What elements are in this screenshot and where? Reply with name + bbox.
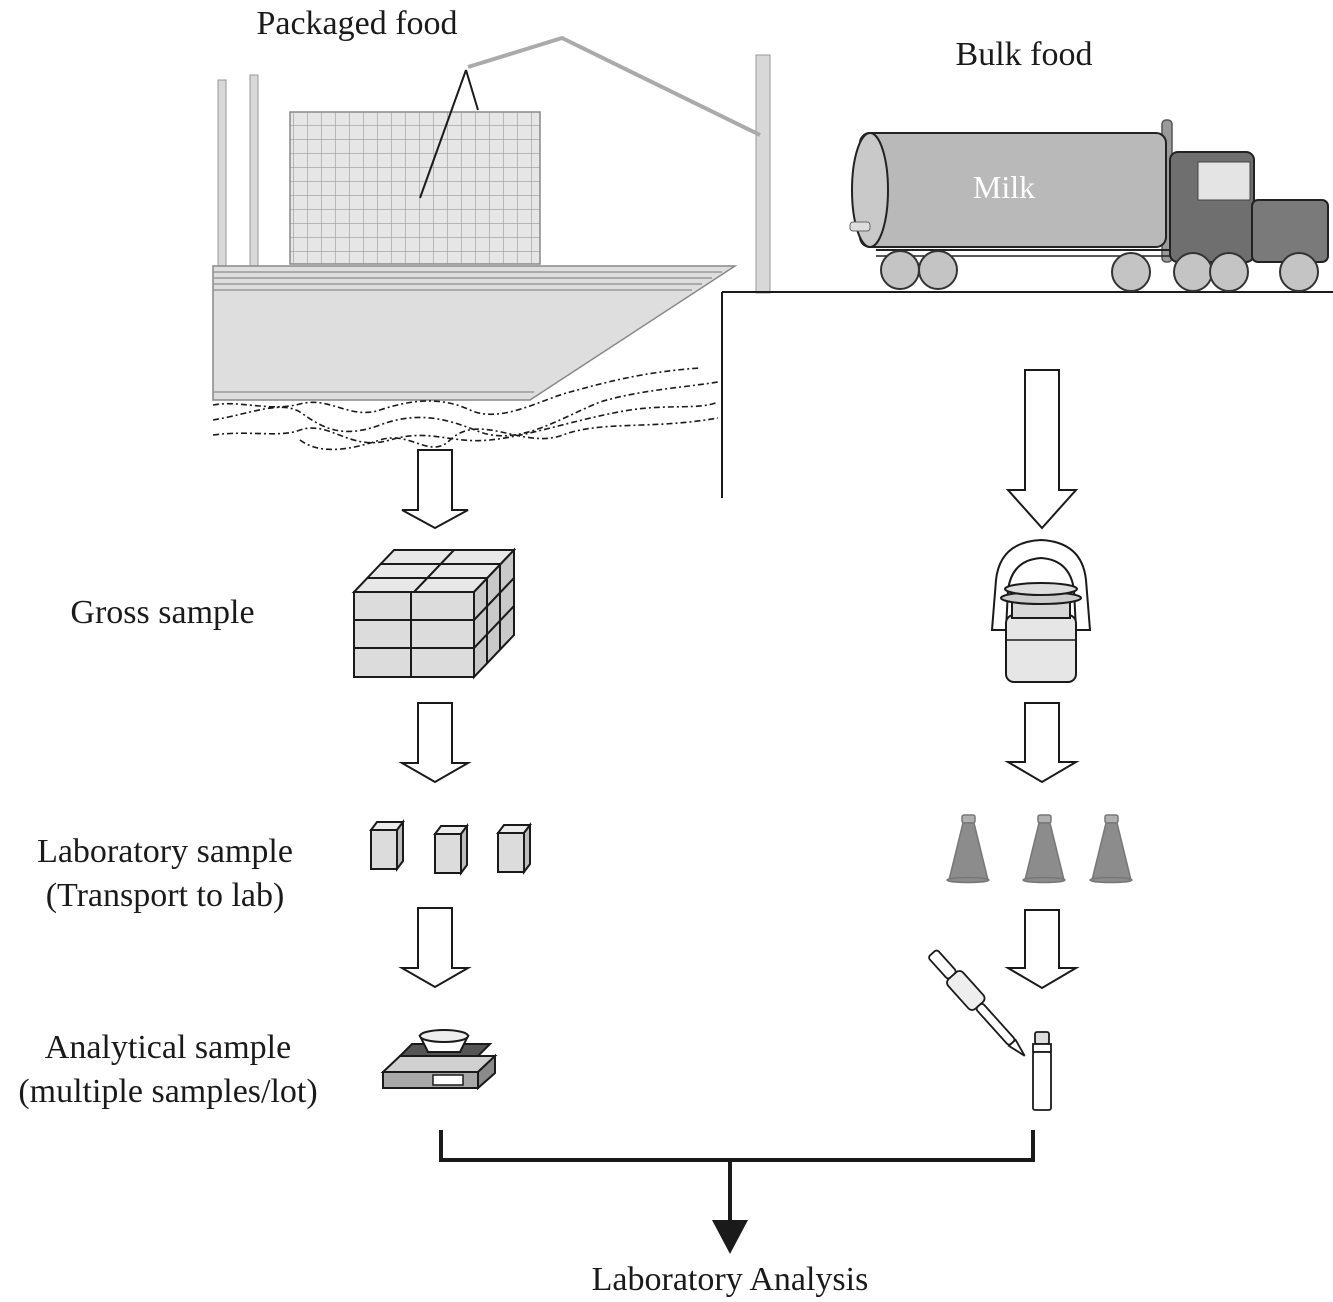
laboratory-sample-boxes-icon (369, 819, 532, 876)
milk-tank-label: Milk (973, 169, 1035, 205)
flow-arrow-flasks-to-vial (1004, 909, 1080, 990)
flow-arrow-ship-to-gross (401, 449, 469, 530)
milk-tanker-truck-icon (849, 119, 1329, 292)
gross-sample-label: Gross sample (70, 594, 255, 631)
analytical-sample-label: Analytical sample (44, 1029, 292, 1066)
gross-sample-boxes-icon (351, 547, 517, 680)
pipette-icon (928, 949, 1026, 1057)
cargo-ship-icon (212, 35, 771, 401)
laboratory-analysis-label: Laboratory Analysis (591, 1261, 869, 1298)
dock-ground-line (721, 291, 1333, 498)
analytical-balance-icon (380, 1029, 498, 1091)
down-arrow-to-analysis (712, 1220, 748, 1254)
flow-arrow-gross-to-lab (398, 702, 472, 784)
packaged-food-label: Packaged food (256, 5, 458, 42)
flow-arrow-truck-to-container (1005, 369, 1079, 530)
merge-bracket (439, 1130, 1035, 1222)
cargo-crate-icon (289, 111, 541, 265)
laboratory-sample-label: Laboratory sample (37, 833, 293, 870)
multiple-samples-label: (multiple samples/lot) (18, 1073, 318, 1110)
sample-flasks-icon (946, 814, 1133, 884)
sample-vial-icon (1032, 1031, 1052, 1111)
flow-arrow-container-to-flasks (1004, 702, 1080, 784)
milk-sampling-container-icon (990, 538, 1092, 683)
flow-arrow-lab-to-analytical (398, 907, 472, 989)
transport-to-lab-label: (Transport to lab) (45, 877, 285, 914)
bulk-food-label: Bulk food (955, 36, 1093, 73)
water-waves-icon (212, 367, 719, 451)
